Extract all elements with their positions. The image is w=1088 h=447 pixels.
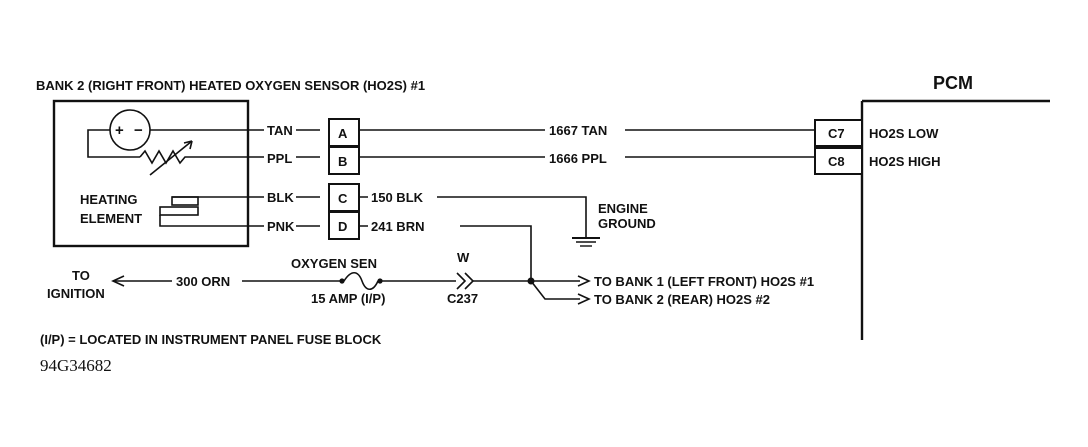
splice-connector-name: C237 xyxy=(447,291,478,306)
connector-pin-d: D xyxy=(338,219,347,234)
destination-bank2: TO BANK 2 (REAR) HO2S #2 xyxy=(594,292,770,307)
ignition-label-1: TO xyxy=(72,268,90,283)
wire-label-blk: BLK xyxy=(267,190,294,205)
pcm-pin-c8: C8 xyxy=(828,154,845,169)
wire-241-brn xyxy=(359,225,532,281)
fuse-name: OXYGEN SEN xyxy=(291,256,377,271)
circuit-150-blk: 150 BLK xyxy=(371,190,424,205)
svg-text:+: + xyxy=(115,122,124,139)
pcm-title: PCM xyxy=(933,73,973,93)
pcm-pin-c7: C7 xyxy=(828,126,845,141)
ground-icon xyxy=(572,237,600,247)
inline-connector-icon xyxy=(456,272,475,290)
arrow-bank1-icon xyxy=(577,275,591,287)
pcm-pin-c8-label: HO2S HIGH xyxy=(869,154,941,169)
arrow-bank2-icon xyxy=(577,293,591,305)
fuse-rating: 15 AMP (I/P) xyxy=(311,291,385,306)
wire-label-pnk: PNK xyxy=(267,219,295,234)
wire-label-ppl: PPL xyxy=(267,151,292,166)
destination-bank1: TO BANK 1 (LEFT FRONT) HO2S #1 xyxy=(594,274,814,289)
connector-pin-a: A xyxy=(338,126,348,141)
circuit-1667-tan: 1667 TAN xyxy=(549,123,607,138)
fuse-icon xyxy=(339,271,383,291)
wire-label-tan: TAN xyxy=(267,123,293,138)
connector-pin-b: B xyxy=(338,154,347,169)
splice-connector-letter: W xyxy=(457,250,470,265)
location-note: (I/P) = LOCATED IN INSTRUMENT PANEL FUSE… xyxy=(40,332,382,347)
circuit-300-orn: 300 ORN xyxy=(176,274,230,289)
sensor-cell-icon: + − xyxy=(109,109,151,151)
ignition-arrow-icon xyxy=(111,275,172,287)
heating-element-label-1: HEATING xyxy=(80,192,138,207)
pcm-pin-c7-label: HO2S LOW xyxy=(869,126,939,141)
sensor-internal-wire-left xyxy=(87,129,140,158)
variable-resistor-icon xyxy=(139,140,320,176)
pcm-connector: C7 C8 xyxy=(814,119,863,175)
connector-pin-c: C xyxy=(338,191,348,206)
sensor-title: BANK 2 (RIGHT FRONT) HEATED OXYGEN SENSO… xyxy=(36,78,425,93)
sensor-connector: A B C D xyxy=(328,118,360,240)
figure-id: 94G34682 xyxy=(40,356,112,375)
ground-label-1: ENGINE xyxy=(598,201,648,216)
wire-to-bank2 xyxy=(530,280,580,300)
circuit-241-brn: 241 BRN xyxy=(371,219,424,234)
ground-label-2: GROUND xyxy=(598,216,656,231)
circuit-1666-ppl: 1666 PPL xyxy=(549,151,607,166)
heating-element-label-2: ELEMENT xyxy=(80,211,142,226)
sensor-housing xyxy=(52,99,250,248)
ignition-label-2: IGNITION xyxy=(47,286,105,301)
wire-150-blk xyxy=(359,196,587,238)
svg-text:−: − xyxy=(134,122,143,139)
